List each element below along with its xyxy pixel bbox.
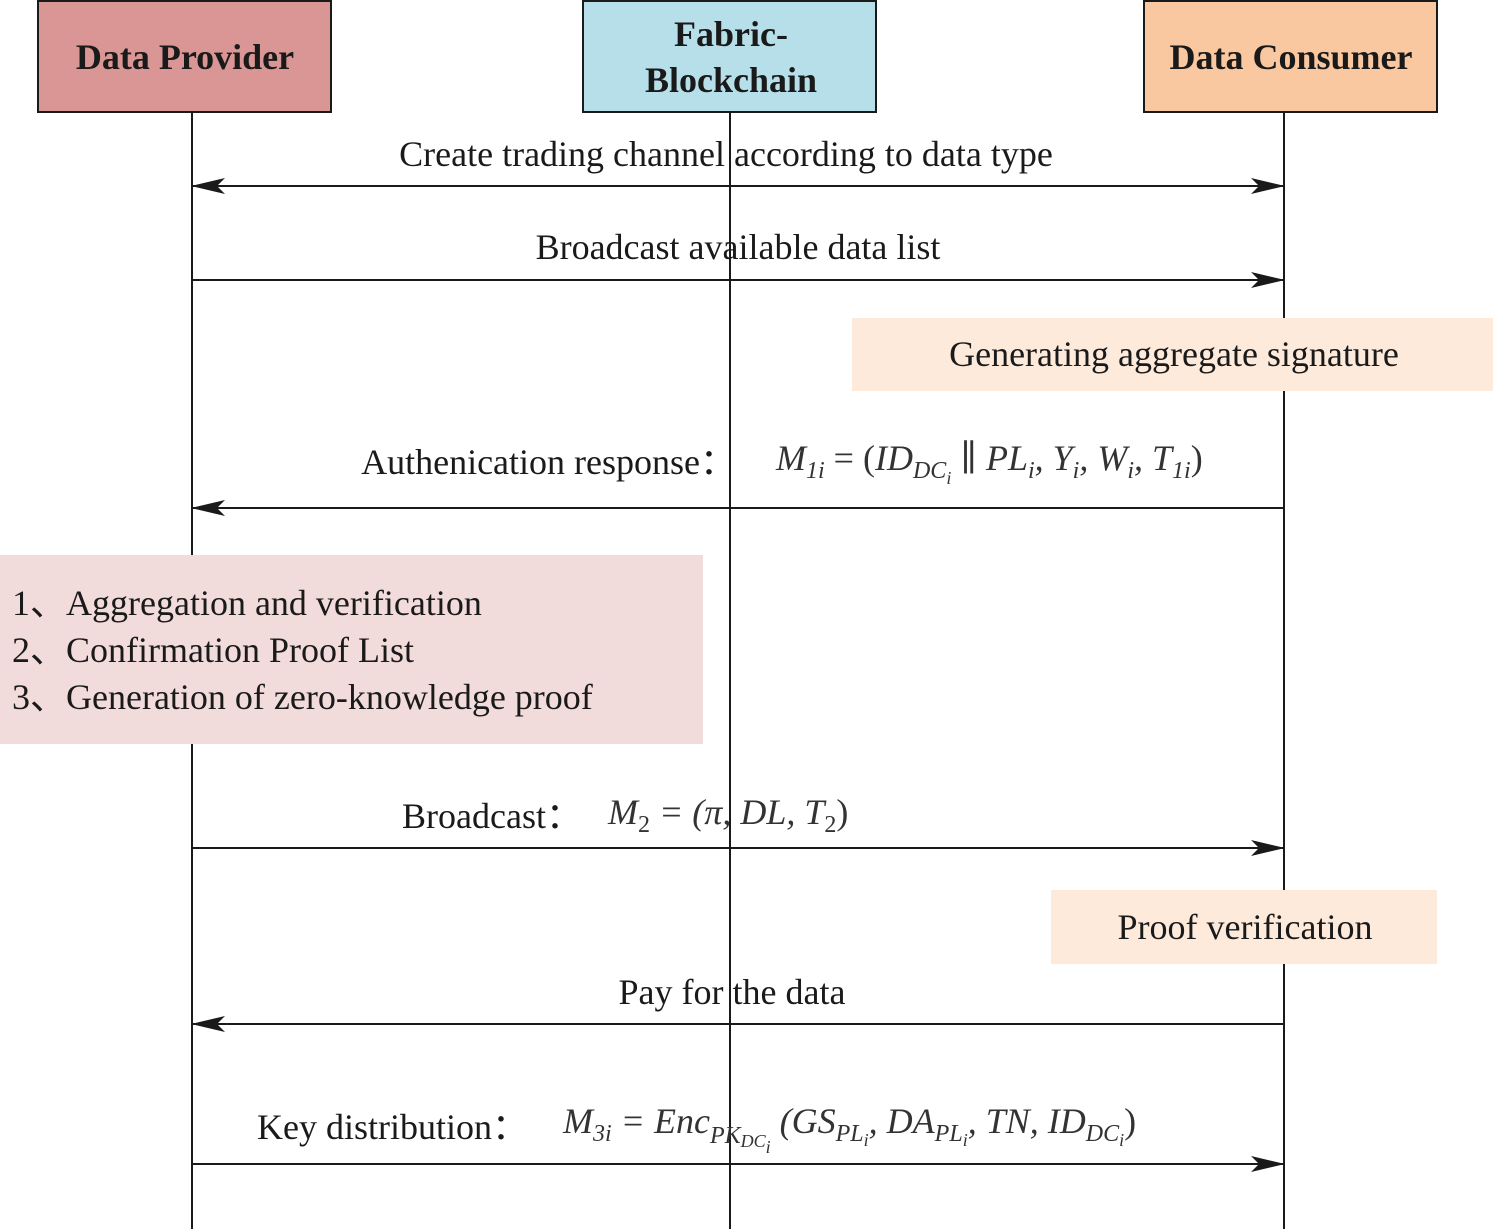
broadcast-label: Broadcast： [402, 796, 582, 836]
m3-formula: M3i = EncPKDCi (GSPLi, DAPLi, TN, IDDCi) [562, 1101, 1136, 1157]
proof-verification-note: Proof verification [1051, 890, 1437, 964]
create-channel-label: Create trading channel according to data… [399, 134, 1053, 174]
provider-box: Data Provider [37, 0, 332, 113]
aggregate-signature-text: Generating aggregate signature [949, 334, 1399, 374]
blockchain-box: Fabric- Blockchain [582, 0, 877, 113]
key-distribution-label: Key distribution： [257, 1107, 528, 1147]
provider-step-2: 2、Confirmation Proof List [12, 630, 414, 670]
auth-response-label: Authenication response： [361, 442, 736, 482]
m1-formula: M1i = (IDDCi ∥ PLi, Yi, Wi, T1i) [775, 438, 1203, 488]
proof-verification-text: Proof verification [1118, 907, 1373, 947]
pay-label: Pay for the data [619, 972, 846, 1012]
provider-steps-note: 1、Aggregation and verification 2、Confirm… [0, 555, 703, 744]
m2-formula: M2 = (π, DL, T2) [607, 792, 848, 838]
provider-label: Data Provider [76, 37, 294, 77]
aggregate-signature-note: Generating aggregate signature [852, 318, 1493, 391]
consumer-box: Data Consumer [1143, 0, 1438, 113]
consumer-label: Data Consumer [1170, 37, 1413, 77]
blockchain-label-line1: Fabric- [674, 14, 788, 54]
blockchain-label-line2: Blockchain [645, 60, 817, 100]
provider-step-1: 1、Aggregation and verification [12, 583, 482, 623]
broadcast-list-label: Broadcast available data list [536, 227, 941, 267]
provider-step-3: 3、Generation of zero-knowledge proof [12, 677, 593, 717]
